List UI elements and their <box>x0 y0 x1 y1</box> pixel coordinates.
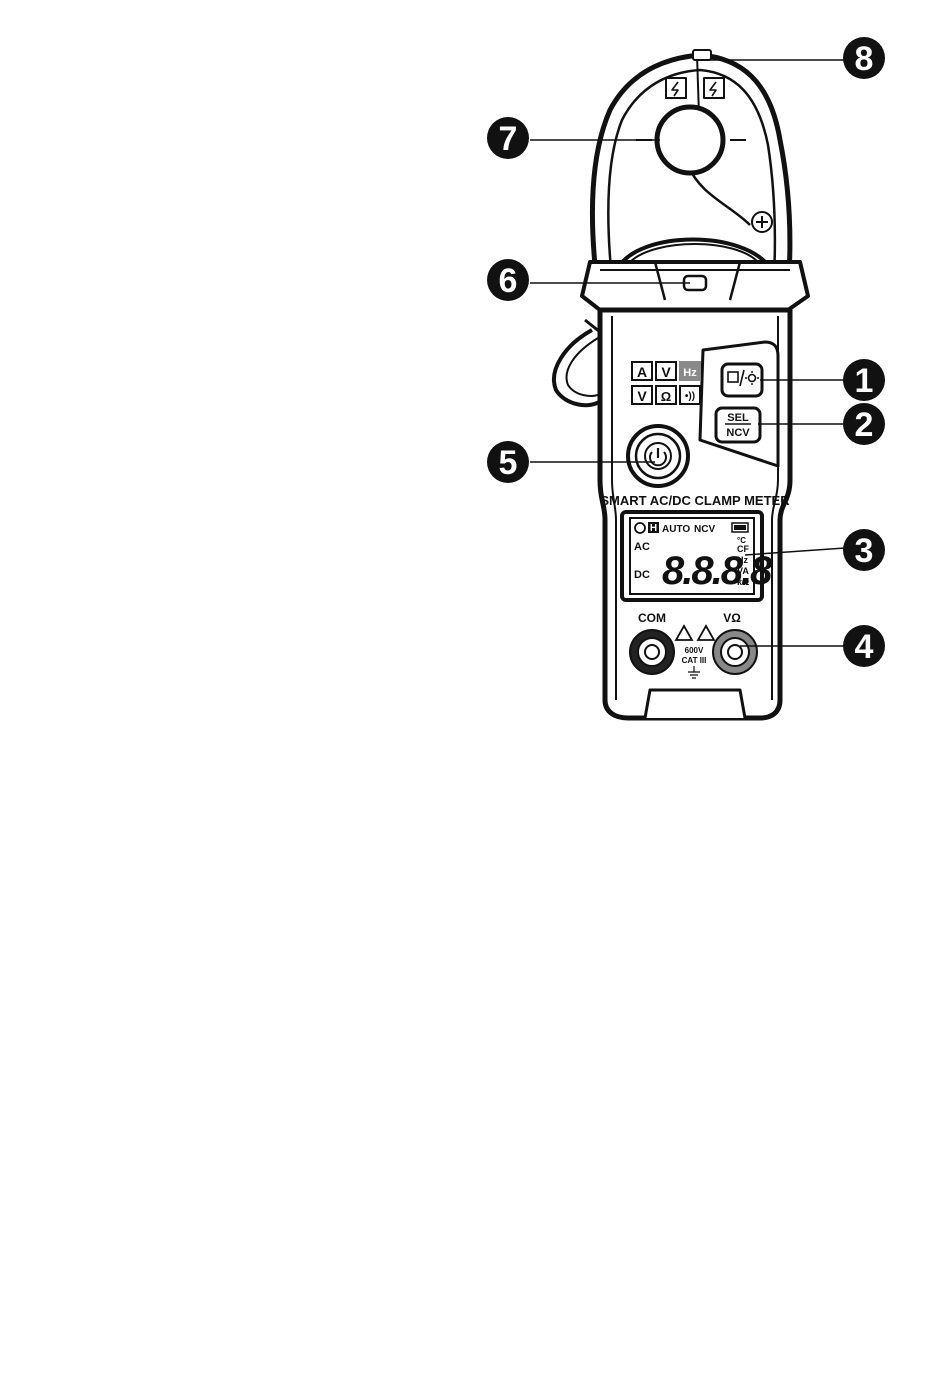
lcd-hold: H <box>650 523 657 534</box>
callout-3-number: 3 <box>855 532 874 570</box>
callout-2-number: 2 <box>855 406 874 444</box>
sel-label: SEL <box>727 412 749 424</box>
frequency-label: Hz <box>683 367 697 379</box>
callout-4-number: 4 <box>855 628 874 666</box>
lcd-auto: AUTO <box>662 524 690 535</box>
ncv-label: NCV <box>726 427 750 439</box>
backlight-icon <box>749 375 756 382</box>
callout-1-number: 1 <box>855 362 874 400</box>
device-title: SMART AC/DC CLAMP METER <box>600 493 790 508</box>
lcd-display: H AUTO NCV AC DC 8.8.8.8 °C CF Hz VA kΩ <box>622 512 773 600</box>
callout-5-number: 5 <box>499 444 518 482</box>
lcd-unit-cf: CF <box>737 544 749 554</box>
lcd-ncv: NCV <box>694 524 715 535</box>
jaw-warning-left <box>666 78 686 98</box>
lcd-unit-va: VA <box>737 566 749 576</box>
callout-8-number: 8 <box>855 40 874 78</box>
resistance-label: Ω <box>661 389 671 404</box>
lcd-digits: 8.8.8.8 <box>662 549 773 593</box>
dc-voltage-label: V <box>637 388 647 404</box>
lcd-unit-hz: Hz <box>737 555 748 565</box>
lcd-ac: AC <box>634 541 650 553</box>
com-label: COM <box>638 611 666 625</box>
ncv-sensor-tip <box>693 50 711 60</box>
ac-voltage-label: V <box>661 364 671 380</box>
rating-cat: CAT III <box>682 656 707 665</box>
jaw-warning-right <box>704 78 724 98</box>
callout-7-number: 7 <box>499 120 518 158</box>
lcd-unit-kohm: kΩ <box>737 577 749 587</box>
ac-current-label: A <box>637 364 647 380</box>
rating-voltage: 600V <box>685 646 704 655</box>
callout-6-number: 6 <box>499 262 518 300</box>
lcd-dc: DC <box>634 569 650 581</box>
clamp-jaw-opening <box>657 107 723 173</box>
vohm-label: VΩ <box>723 611 741 625</box>
continuity-label: •)) <box>685 391 695 402</box>
